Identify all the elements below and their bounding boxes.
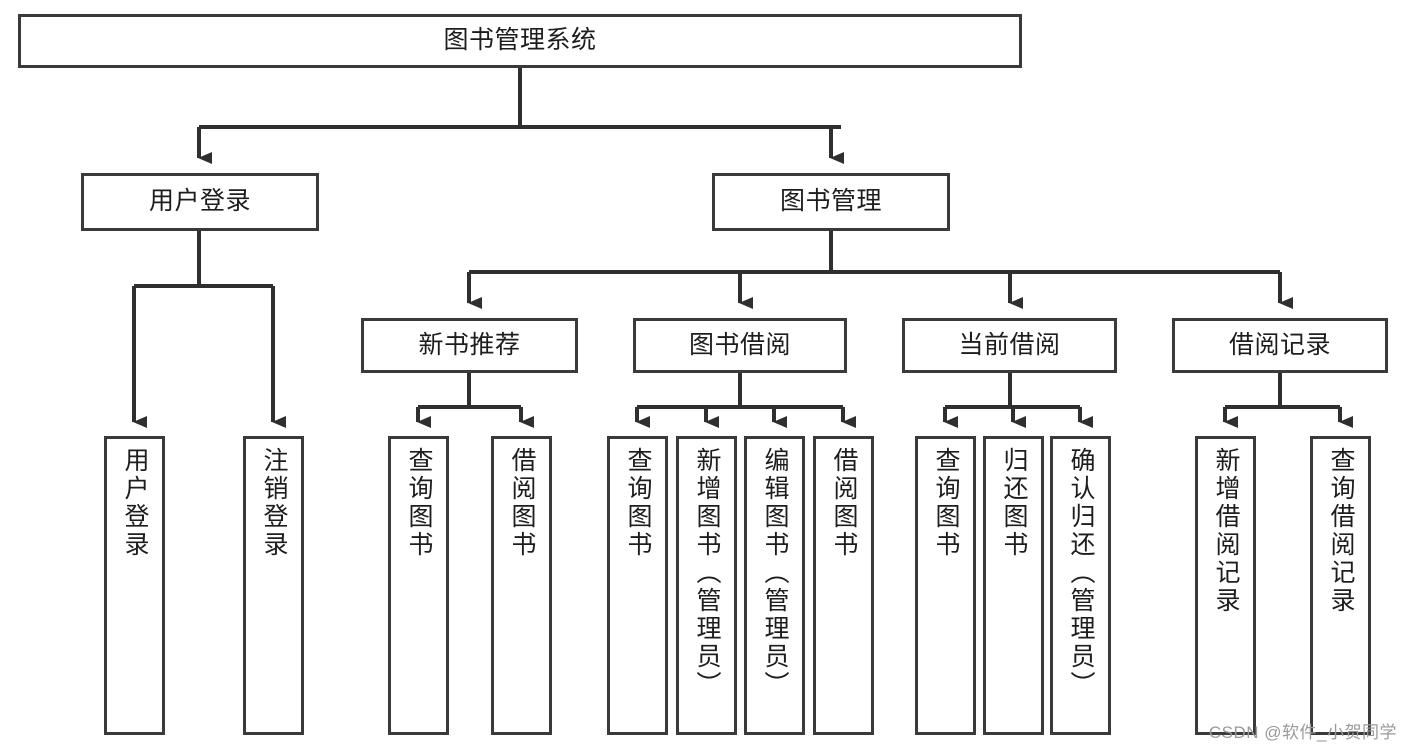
leaf-current-borrow-confirm-return-admin[interactable]: 确认归还（管理员）: [1050, 436, 1111, 735]
leaf-current-borrow-return-book[interactable]: 归还图书: [983, 436, 1044, 735]
node-label: 借阅图书: [830, 447, 858, 559]
node-label: 当前借阅: [958, 330, 1061, 359]
leaf-current-borrow-query-book[interactable]: 查询图书: [915, 436, 976, 735]
node-current-borrow[interactable]: 当前借阅: [902, 318, 1117, 373]
leaf-book-borrow-query-book[interactable]: 查询图书: [607, 436, 668, 735]
node-label: 用户登录: [148, 187, 251, 216]
node-label: 注销登录: [260, 447, 288, 559]
leaf-book-borrow-edit-book-admin[interactable]: 编辑图书（管理员）: [744, 436, 805, 735]
node-label: 编辑图书（管理员）: [761, 447, 789, 699]
node-label: 借阅图书: [508, 447, 536, 559]
leaf-user-login-logout[interactable]: 注销登录: [243, 436, 304, 735]
leaf-book-borrow-add-book-admin[interactable]: 新增图书（管理员）: [676, 436, 737, 735]
watermark-text: CSDN @软件_小贺同学: [1208, 723, 1397, 742]
node-new-book-recommend[interactable]: 新书推荐: [361, 318, 578, 373]
node-label: 查询图书: [624, 447, 652, 559]
node-label: 确认归还（管理员）: [1067, 447, 1095, 699]
node-label: 新书推荐: [418, 330, 521, 359]
leaf-book-borrow-borrow-book[interactable]: 借阅图书: [813, 436, 874, 735]
node-user-login[interactable]: 用户登录: [81, 173, 319, 231]
leaf-new-book-borrow-book[interactable]: 借阅图书: [491, 436, 552, 735]
node-label: 借阅记录: [1228, 330, 1331, 359]
node-label: 查询图书: [932, 447, 960, 559]
node-label: 新增借阅记录: [1212, 447, 1240, 615]
node-label: 查询借阅记录: [1327, 447, 1355, 615]
node-label: 新增图书（管理员）: [693, 447, 721, 699]
leaf-new-book-query-book[interactable]: 查询图书: [388, 436, 449, 735]
node-label: 查询图书: [405, 447, 433, 559]
node-label: 归还图书: [1000, 447, 1028, 559]
node-label: 用户登录: [121, 447, 149, 559]
leaf-user-login-login[interactable]: 用户登录: [104, 436, 165, 735]
node-label: 图书借阅: [688, 330, 791, 359]
node-label: 图书管理系统: [443, 26, 597, 55]
node-label: 图书管理: [779, 187, 882, 216]
node-root-book-management-system[interactable]: 图书管理系统: [18, 14, 1022, 68]
leaf-borrow-record-query-record[interactable]: 查询借阅记录: [1310, 436, 1371, 735]
leaf-borrow-record-add-record[interactable]: 新增借阅记录: [1195, 436, 1256, 735]
node-book-management[interactable]: 图书管理: [712, 173, 950, 231]
node-book-borrow[interactable]: 图书借阅: [633, 318, 847, 373]
node-borrow-record[interactable]: 借阅记录: [1172, 318, 1388, 373]
